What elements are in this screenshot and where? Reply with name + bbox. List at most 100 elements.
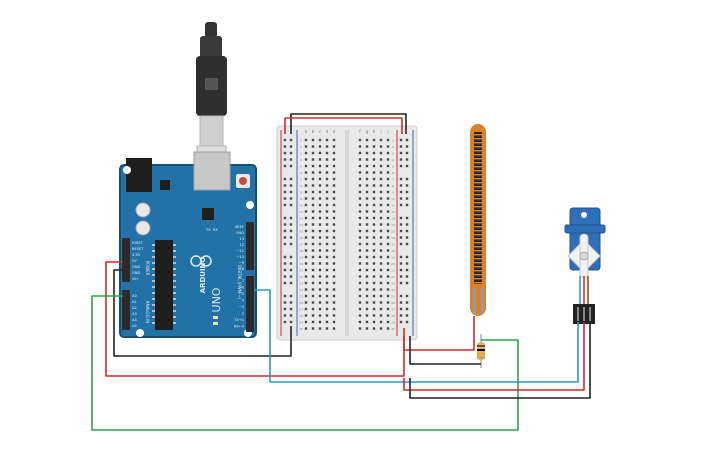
rail-hole[interactable]	[283, 138, 287, 142]
breadboard-hole[interactable]	[304, 236, 308, 239]
rail-hole[interactable]	[289, 203, 293, 207]
breadboard-hole[interactable]	[372, 242, 376, 246]
power-header[interactable]	[122, 238, 130, 282]
servo-motor[interactable]	[564, 207, 606, 324]
breadboard-hole[interactable]	[372, 327, 376, 330]
breadboard-hole[interactable]	[358, 236, 362, 239]
breadboard-hole[interactable]	[318, 151, 322, 155]
breadboard-hole[interactable]	[365, 184, 369, 187]
breadboard-hole[interactable]	[325, 164, 329, 168]
breadboard-hole[interactable]	[304, 327, 308, 330]
wire-a0-green[interactable]	[91, 295, 519, 431]
breadboard-hole[interactable]	[365, 216, 369, 220]
breadboard-hole[interactable]	[379, 275, 383, 278]
rail-hole[interactable]	[405, 203, 409, 207]
breadboard-hole[interactable]	[372, 307, 376, 311]
breadboard-hole[interactable]	[332, 288, 336, 291]
rail-hole[interactable]	[283, 229, 287, 233]
breadboard-hole[interactable]	[358, 177, 362, 181]
breadboard-hole[interactable]	[386, 236, 390, 239]
breadboard-hole[interactable]	[325, 158, 329, 161]
breadboard-hole[interactable]	[311, 301, 315, 304]
breadboard-hole[interactable]	[318, 307, 322, 311]
rail-hole[interactable]	[289, 320, 293, 324]
breadboard-hole[interactable]	[386, 327, 390, 330]
breadboard-hole[interactable]	[311, 314, 315, 317]
breadboard-hole[interactable]	[386, 307, 390, 311]
breadboard-hole[interactable]	[365, 242, 369, 246]
rail-hole[interactable]	[289, 151, 293, 155]
breadboard-hole[interactable]	[372, 223, 376, 226]
breadboard-hole[interactable]	[365, 249, 369, 252]
breadboard-hole[interactable]	[325, 307, 329, 311]
breadboard-hole[interactable]	[379, 288, 383, 291]
breadboard-hole[interactable]	[372, 281, 376, 285]
breadboard-hole[interactable]	[386, 249, 390, 252]
breadboard-hole[interactable]	[365, 158, 369, 161]
rail-hole[interactable]	[289, 184, 293, 187]
rail-hole[interactable]	[289, 197, 293, 200]
breadboard-hole[interactable]	[386, 138, 390, 142]
rail-hole[interactable]	[283, 184, 287, 187]
breadboard-hole[interactable]	[325, 229, 329, 233]
breadboard-hole[interactable]	[311, 197, 315, 200]
breadboard-hole[interactable]	[358, 288, 362, 291]
breadboard-hole[interactable]	[332, 229, 336, 233]
breadboard-hole[interactable]	[372, 275, 376, 278]
rail-hole[interactable]	[283, 223, 287, 226]
breadboard-hole[interactable]	[386, 145, 390, 148]
breadboard-hole[interactable]	[304, 190, 308, 194]
breadboard-hole[interactable]	[311, 236, 315, 239]
breadboard-hole[interactable]	[372, 138, 376, 142]
breadboard-hole[interactable]	[304, 281, 308, 285]
rail-hole[interactable]	[283, 275, 287, 278]
breadboard-hole[interactable]	[358, 210, 362, 213]
breadboard-hole[interactable]	[386, 223, 390, 226]
rail-hole[interactable]	[399, 301, 403, 304]
rail-hole[interactable]	[405, 268, 409, 272]
wire-bb-gnd-bridge[interactable]	[290, 113, 407, 134]
breadboard-hole[interactable]	[358, 307, 362, 311]
breadboard-hole[interactable]	[325, 288, 329, 291]
wire-flex-power-red[interactable]	[403, 316, 475, 351]
breadboard-hole[interactable]	[358, 320, 362, 324]
breadboard-hole[interactable]	[325, 320, 329, 324]
rail-hole[interactable]	[399, 203, 403, 207]
breadboard-hole[interactable]	[318, 177, 322, 181]
breadboard-hole[interactable]	[379, 145, 383, 148]
breadboard-hole[interactable]	[325, 314, 329, 317]
breadboard-hole[interactable]	[365, 275, 369, 278]
breadboard-hole[interactable]	[379, 184, 383, 187]
breadboard-hole[interactable]	[332, 197, 336, 200]
breadboard-hole[interactable]	[318, 145, 322, 148]
breadboard-hole[interactable]	[358, 262, 362, 265]
breadboard-hole[interactable]	[365, 229, 369, 233]
breadboard-hole[interactable]	[332, 301, 336, 304]
breadboard-hole[interactable]	[311, 138, 315, 142]
breadboard-hole[interactable]	[358, 281, 362, 285]
breadboard-hole[interactable]	[332, 184, 336, 187]
breadboard-hole[interactable]	[386, 158, 390, 161]
breadboard-hole[interactable]	[325, 210, 329, 213]
breadboard-hole[interactable]	[386, 177, 390, 181]
breadboard-hole[interactable]	[386, 268, 390, 272]
breadboard-hole[interactable]	[386, 314, 390, 317]
rail-hole[interactable]	[289, 216, 293, 220]
breadboard-hole[interactable]	[325, 249, 329, 252]
breadboard-hole[interactable]	[365, 151, 369, 155]
breadboard-hole[interactable]	[332, 138, 336, 142]
breadboard-hole[interactable]	[311, 268, 315, 272]
breadboard-hole[interactable]	[365, 288, 369, 291]
wire-pin9-blue[interactable]	[254, 289, 579, 383]
breadboard-hole[interactable]	[372, 184, 376, 187]
breadboard-hole[interactable]	[318, 320, 322, 324]
rail-hole[interactable]	[405, 307, 409, 311]
rail-hole[interactable]	[399, 294, 403, 298]
breadboard-hole[interactable]	[304, 229, 308, 233]
breadboard-hole[interactable]	[365, 314, 369, 317]
breadboard-hole[interactable]	[304, 138, 308, 142]
breadboard-hole[interactable]	[304, 145, 308, 148]
breadboard-hole[interactable]	[365, 171, 369, 174]
breadboard-hole[interactable]	[318, 223, 322, 226]
rail-hole[interactable]	[289, 268, 293, 272]
